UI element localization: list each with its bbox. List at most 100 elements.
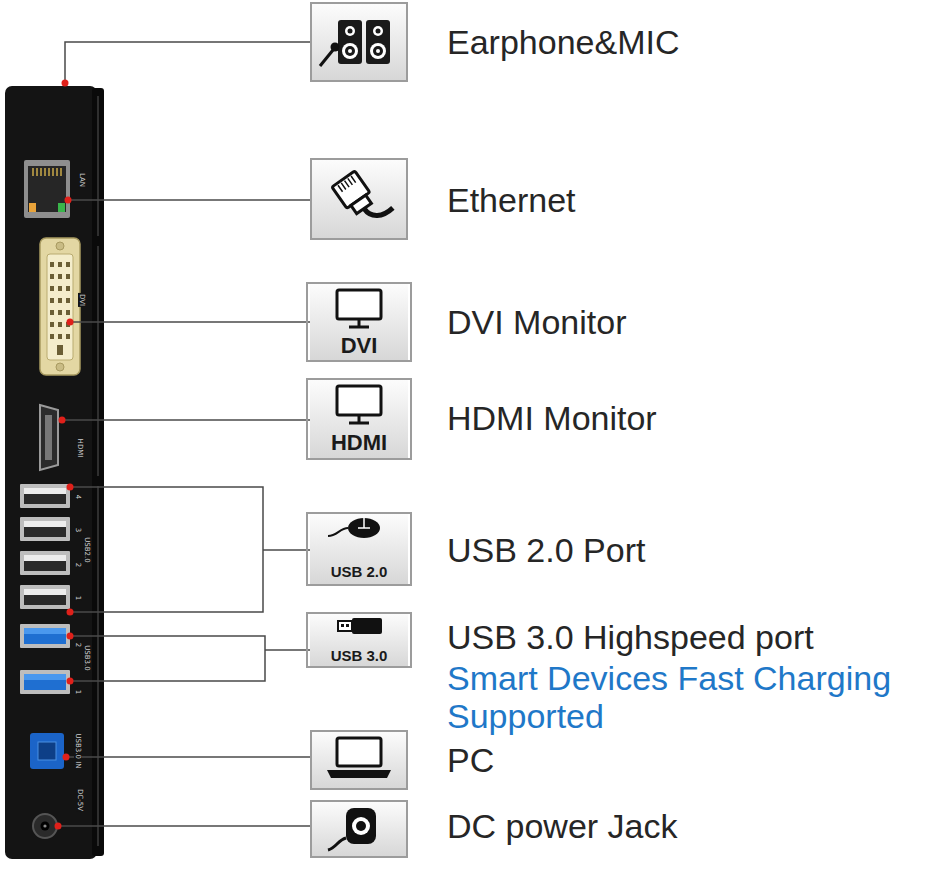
monitor-icon [337,386,381,415]
icon-caption: USB 2.0 [308,564,410,581]
dvi-port [66,298,70,303]
dvi-port [40,238,80,375]
port-label: 1 [74,689,82,695]
leader-line [70,487,263,612]
dvi-port [50,334,54,339]
usb2-port [24,521,66,527]
power-plug-icon [328,808,376,850]
power-plug-icon [346,808,376,844]
usb2-port [20,585,70,609]
lan-port [33,168,61,176]
speaker-mic-icon [348,29,353,34]
hdmi-port [40,405,58,470]
dvi-port [50,262,54,267]
dc-jack [41,822,50,831]
dc-jack [33,814,57,838]
port-label: USB3.0 IN [74,732,82,769]
icon-box-fill [310,730,408,790]
port-name: PC [447,741,494,779]
laptop-icon [337,738,381,766]
dvi-port [58,274,62,279]
usb3-port [20,624,70,694]
dvi-port [50,286,54,291]
usb2-port [24,555,66,571]
port-name: USB 3.0 Highspeed port [447,618,814,656]
lan-port [24,160,70,218]
port-label: 2 [74,562,82,568]
usb3-in-port [30,733,64,769]
device-body [97,96,99,846]
speaker-mic-icon [376,29,381,34]
speaker-mic-icon [366,20,390,64]
monitor-icon [337,290,381,319]
usb3-port [24,628,66,644]
speaker-mic-icon [348,49,352,53]
port-dot [63,754,70,761]
usb3-port [24,674,66,680]
port-dot [55,823,62,830]
speaker-mic-icon [331,43,340,52]
usb3-port [20,624,70,648]
dvi-port [56,242,64,250]
dvi-port [66,274,70,279]
dvi-port [66,262,70,267]
mouse-icon [358,518,370,528]
leader-line [70,321,310,323]
lan-port [58,203,65,212]
leader-line [66,756,310,758]
speaker-mic-icon [320,20,390,66]
ethernet-plug-icon [332,165,393,230]
power-plug-icon [352,817,370,835]
flash-drive-icon [338,618,382,634]
hdmi-box: HDMIHDMI Monitor [306,378,412,460]
icon-box-fill [310,2,408,82]
pc-box: PC [310,730,408,790]
port-dot [55,80,74,830]
leader-line [62,419,310,421]
dvi-port [56,363,64,371]
device-body [5,86,97,859]
monitor-icon [349,415,369,423]
speaker-mic-icon [373,46,383,56]
dvi-box: DVIDVI Monitor [306,282,412,362]
dvi-port [47,254,73,360]
usb3-port [20,670,70,694]
usb2-port [24,555,66,561]
icon-caption: HDMI [308,431,410,455]
device-body [5,86,104,859]
leader-line [65,42,310,83]
usb2-box: USB 2.0USB 2.0 Port [306,512,412,586]
hdmi-port [40,405,58,470]
laptop-icon [327,738,391,778]
speaker-mic-icon [320,50,333,66]
dvi-port [40,238,80,375]
dvi-port [66,310,70,315]
dvi-port [58,334,62,339]
dvi-port [58,310,62,315]
speaker-mic-icon [376,49,380,53]
dvi-port [58,286,62,291]
usb2-port [24,488,66,494]
usb2-port [20,551,70,575]
dvi-port [58,262,62,267]
port-name: Earphone&MIC [447,23,679,61]
speaker-mic-icon [342,43,358,59]
port-label: 4 [74,494,82,500]
hdmi-port [45,415,52,460]
usb2-port [24,488,66,504]
speaker-mic-icon [370,43,386,59]
ethernet-plug-icon [364,195,393,222]
speaker-mic-icon [345,46,355,56]
port-name: DC power Jack [447,807,678,845]
mouse-icon [328,528,348,536]
ethernet-plug-icon [338,176,356,192]
port-dot [59,417,66,424]
power-plug-icon [356,821,366,831]
dvi-port [50,262,70,355]
dvi-port [57,345,63,355]
lan-port [24,160,70,218]
dvi-port [50,298,54,303]
port-label: DC-5V [76,788,84,812]
port-label: HDMI [76,438,84,459]
